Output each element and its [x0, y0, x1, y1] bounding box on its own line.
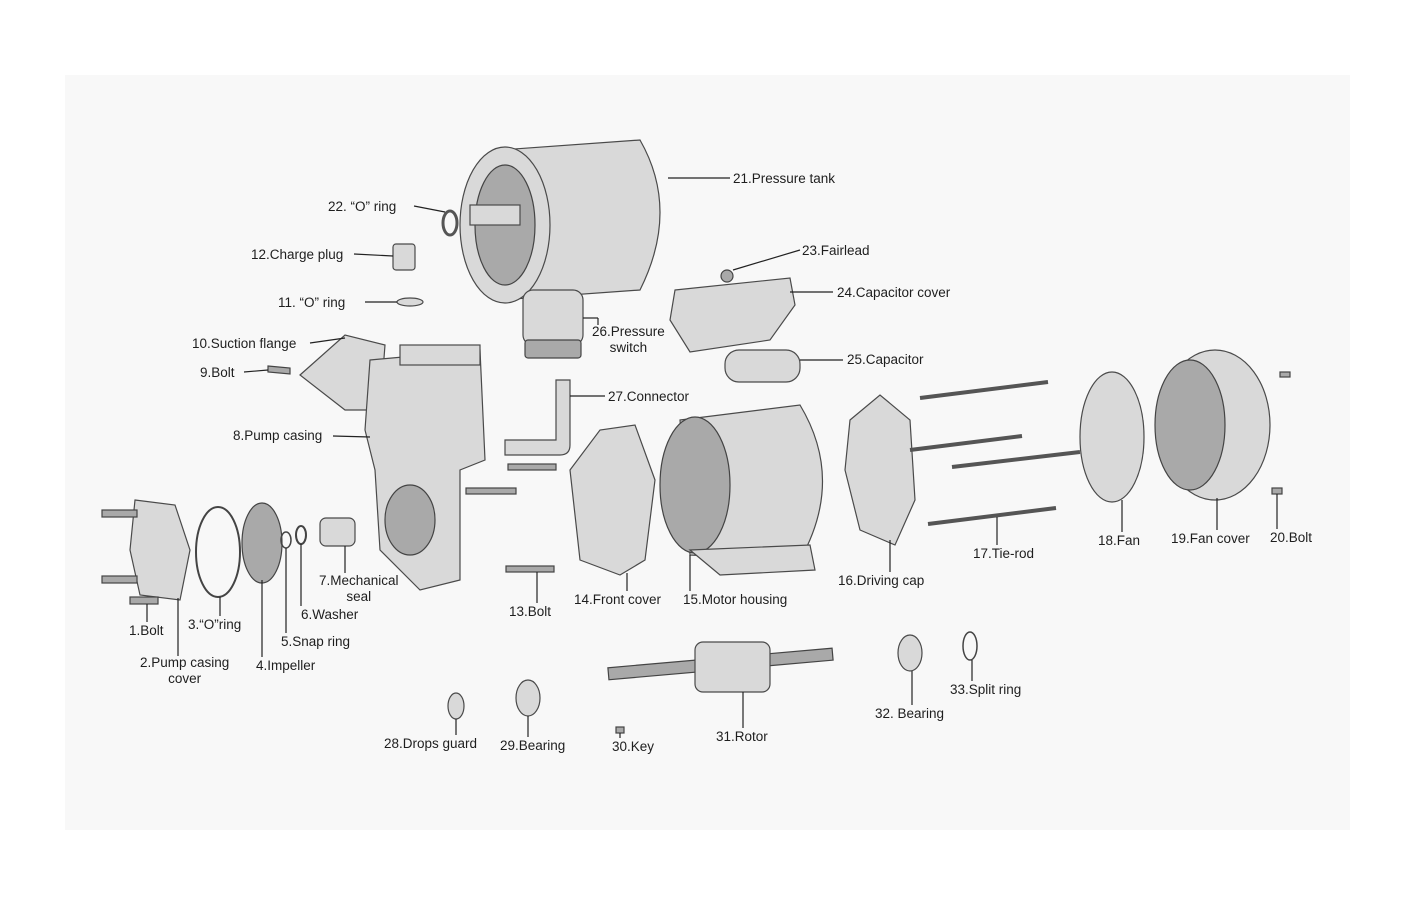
bolt-top-part: [1279, 371, 1291, 378]
label-fan: 18.Fan: [1098, 533, 1141, 548]
label-key: 30.Key: [612, 739, 655, 754]
bearing-29-part: [515, 679, 541, 717]
label-bearing-29: 29.Bearing: [500, 738, 566, 753]
label-capacitor: 25.Capacitor: [847, 352, 924, 367]
label-mechanical-seal-line1: 7.Mechanical: [319, 573, 399, 588]
pump-casing-part: [364, 344, 486, 591]
label-front-cover: 14.Front cover: [574, 592, 662, 607]
label-rotor: 31.Rotor: [716, 729, 768, 744]
label-pressure-switch: 26.Pressure switch: [592, 324, 665, 356]
connector-part: [504, 379, 571, 456]
motor-housing-part: [659, 404, 824, 576]
pump-casing-cover-part: [101, 499, 191, 605]
front-cover-part: [569, 424, 656, 576]
label-mechanical-seal-line2: seal: [346, 589, 372, 604]
o-ring-22-part: [441, 209, 459, 237]
label-pressure-switch-line1: 26.Pressure: [592, 324, 665, 339]
key-part: [615, 726, 625, 734]
rotor-part: [607, 641, 834, 693]
fan-cover-part: [1154, 349, 1271, 501]
label-fan-cover: 19.Fan cover: [1171, 531, 1250, 546]
label-bolt-1: 1.Bolt: [129, 623, 164, 638]
pressure-switch-part: [522, 289, 584, 359]
tie-rods-part: [909, 380, 1081, 526]
bearing-32-part: [897, 634, 923, 672]
label-pump-casing: 8.Pump casing: [233, 428, 323, 443]
label-snap-ring: 5.Snap ring: [281, 634, 351, 649]
label-bolt-13: 13.Bolt: [509, 604, 552, 619]
label-pressure-tank: 21.Pressure tank: [733, 171, 836, 186]
label-bearing-32: 32. Bearing: [875, 706, 945, 721]
label-o-ring-22: 22. “O” ring: [328, 199, 397, 214]
capacitor-part: [724, 349, 801, 383]
bolt-9-part: [267, 365, 291, 375]
label-pump-casing-cover-line2: cover: [168, 671, 202, 686]
drops-guard-part: [447, 692, 465, 720]
label-motor-housing: 15.Motor housing: [683, 592, 788, 607]
leader-lines: [146, 177, 1278, 738]
o-ring-11-part: [396, 297, 424, 307]
label-fairlead: 23.Fairlead: [802, 243, 870, 258]
label-mechanical-seal: 7.Mechanical seal: [319, 573, 399, 605]
label-tie-rod: 17.Tie-rod: [973, 546, 1035, 561]
label-bolt-20: 20.Bolt: [1270, 530, 1313, 545]
label-o-ring-11: 11. “O” ring: [278, 295, 346, 310]
label-bolt-9: 9.Bolt: [200, 365, 235, 380]
capacitor-cover-part: [669, 269, 796, 353]
label-pump-casing-cover: 2.Pump casing cover: [140, 655, 229, 687]
label-drops-guard: 28.Drops guard: [384, 736, 478, 751]
bolt-20-part: [1271, 487, 1283, 495]
label-suction-flange: 10.Suction flange: [192, 336, 297, 351]
fan-part: [1079, 371, 1145, 503]
washer-part: [295, 525, 307, 545]
label-connector: 27.Connector: [608, 389, 690, 404]
bolts-13-part: [465, 463, 557, 573]
label-impeller: 4.Impeller: [256, 658, 316, 673]
label-pressure-switch-line2: switch: [609, 340, 648, 355]
label-o-ring-3: 3.“O”ring: [188, 617, 242, 632]
mechanical-seal-part: [319, 517, 356, 547]
label-washer: 6.Washer: [301, 607, 359, 622]
label-capacitor-cover: 24.Capacitor cover: [837, 285, 951, 300]
charge-plug-part: [392, 243, 416, 271]
impeller-part: [241, 502, 283, 584]
label-charge-plug: 12.Charge plug: [251, 247, 344, 262]
driving-cap-part: [844, 394, 916, 546]
o-ring-3-part: [195, 506, 241, 598]
label-driving-cap: 16.Driving cap: [838, 573, 925, 588]
pressure-tank-part: [459, 139, 661, 304]
split-ring-part: [962, 631, 978, 661]
label-pump-casing-cover-line1: 2.Pump casing: [140, 655, 230, 670]
label-split-ring: 33.Split ring: [950, 682, 1022, 697]
